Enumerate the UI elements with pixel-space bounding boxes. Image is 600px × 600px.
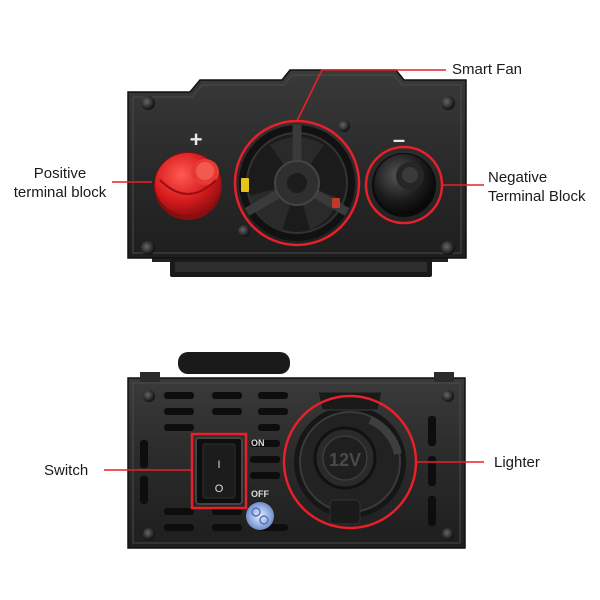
hologram-sticker-icon — [246, 502, 274, 530]
lighter-label: Lighter — [494, 454, 540, 471]
screw-icon — [442, 390, 454, 402]
bottom-panel: I O ON OFF 12V — [127, 352, 466, 549]
on-label: ON — [251, 438, 265, 448]
switch-off-mark: O — [215, 483, 224, 495]
screw-icon — [441, 96, 455, 110]
socket-voltage: 12V — [329, 450, 361, 470]
plus-sign: + — [190, 127, 203, 152]
off-label: OFF — [251, 489, 269, 499]
screw-icon — [141, 241, 155, 255]
screw-icon — [141, 96, 155, 110]
vent-slots — [140, 392, 436, 531]
positive-label-line2: terminal block — [13, 184, 107, 201]
rocker-switch: I O — [195, 437, 243, 505]
positive-terminal-label: Positive terminal block — [10, 164, 110, 202]
negative-terminal-label: Negative Terminal Block — [488, 168, 586, 206]
top-panel: + – — [127, 69, 467, 277]
smart-fan-label: Smart Fan — [452, 61, 523, 78]
screw-icon — [441, 241, 455, 255]
positive-terminal-knob — [154, 152, 222, 220]
screw-icon — [238, 225, 250, 237]
minus-sign: – — [393, 127, 405, 152]
bottom-callouts — [104, 394, 484, 530]
switch-label: Switch — [44, 462, 89, 479]
screw-icon — [143, 528, 155, 540]
screw-icon — [338, 120, 350, 132]
lighter-socket: 12V — [294, 391, 406, 525]
negative-label-line2: Terminal Block — [488, 188, 586, 205]
screw-icon — [442, 528, 454, 540]
negative-terminal-knob — [372, 153, 436, 217]
negative-label-line1: Negative — [488, 169, 548, 186]
switch-on-mark: I — [217, 459, 220, 471]
top-callouts — [112, 69, 484, 247]
positive-label-line1: Positive — [33, 165, 87, 182]
fan-icon — [239, 125, 355, 241]
screw-icon — [143, 390, 155, 402]
